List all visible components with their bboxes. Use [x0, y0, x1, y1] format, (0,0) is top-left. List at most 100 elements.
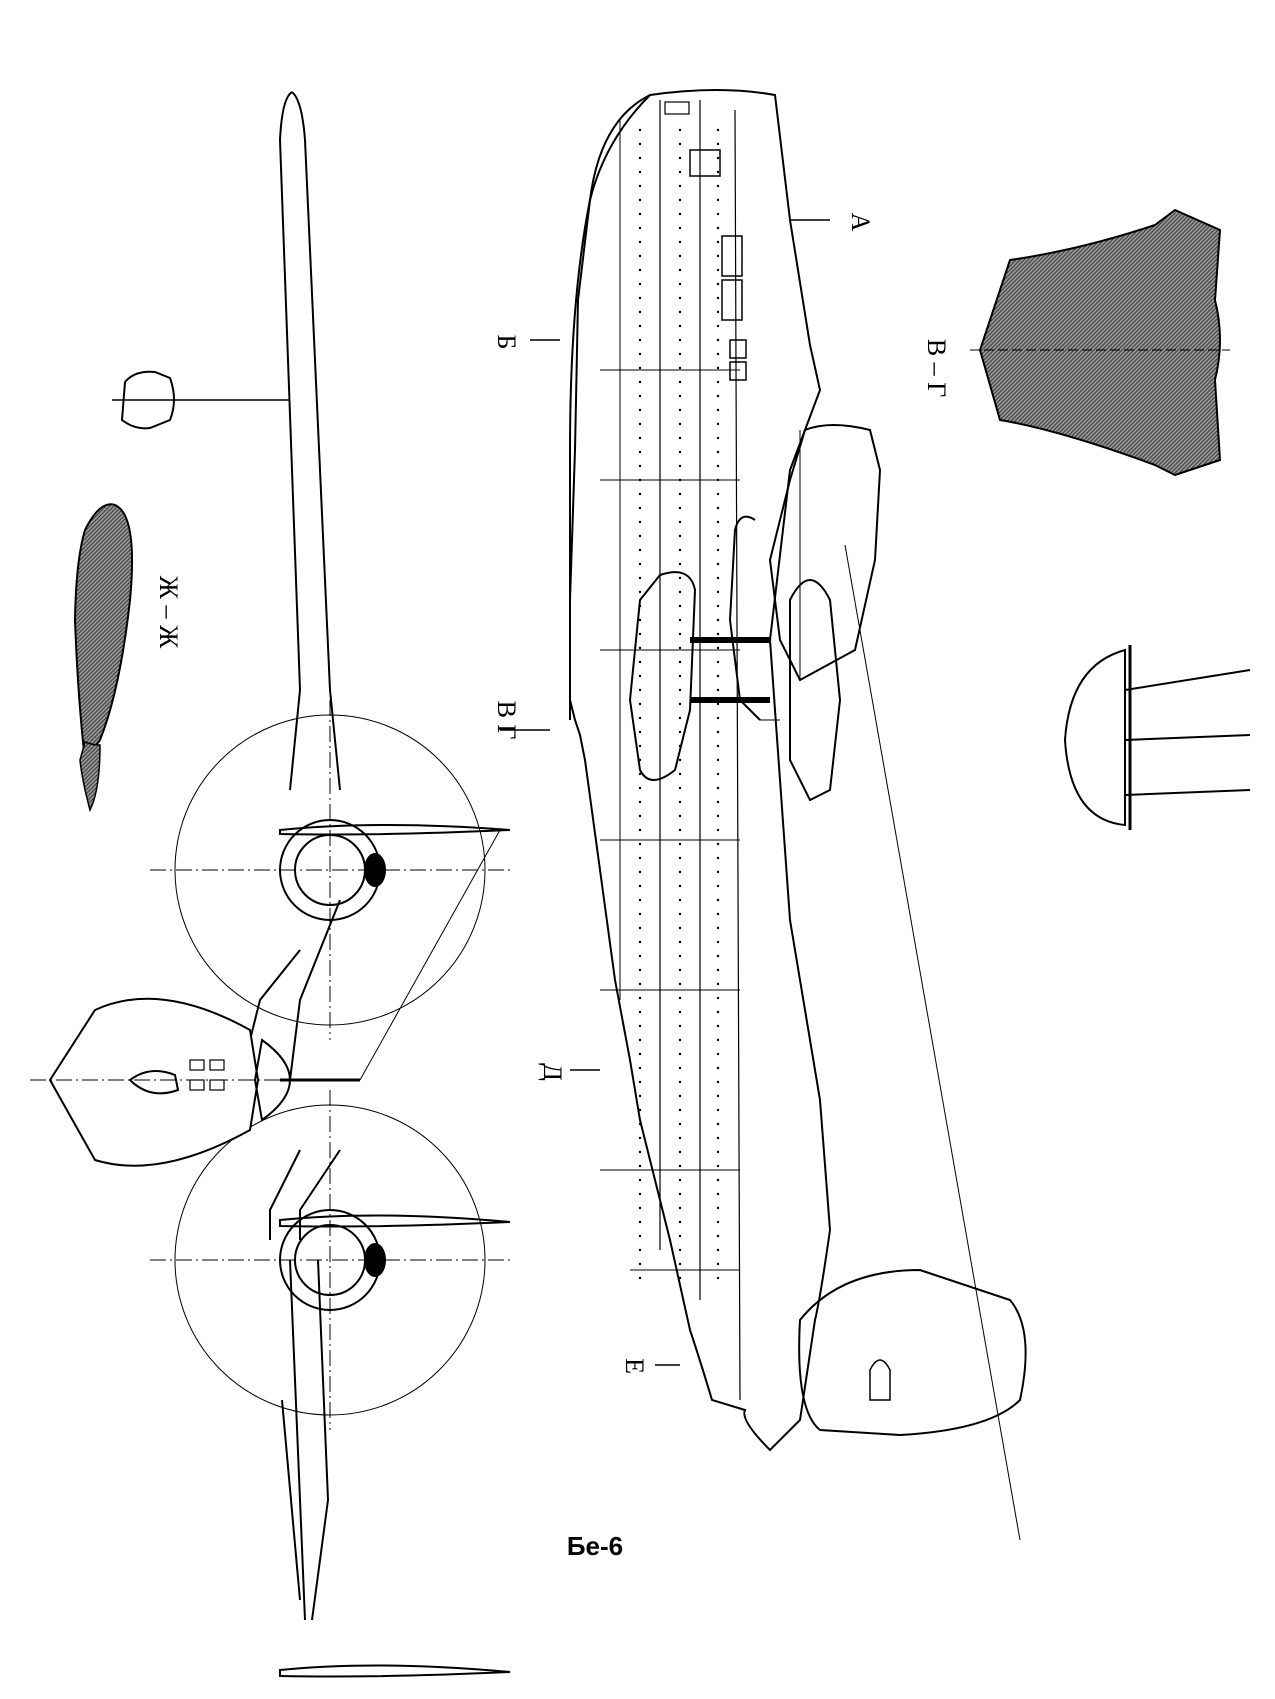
rivet-dot — [678, 1108, 682, 1112]
rivet-dot — [678, 758, 682, 762]
rivet-dot — [638, 268, 642, 272]
rivet-dot — [638, 618, 642, 622]
rivet-dot — [678, 436, 682, 440]
rivet-dot — [678, 996, 682, 1000]
rivet-dot — [638, 324, 642, 328]
rivet-dot — [716, 758, 720, 762]
rivet-dot — [638, 422, 642, 426]
rivet-dot — [716, 212, 720, 216]
rivet-dot — [716, 982, 720, 986]
hull-section-v-g — [970, 208, 1230, 477]
rivet-dot — [716, 800, 720, 804]
rivet-dot — [678, 632, 682, 636]
rivet-dot — [716, 842, 720, 846]
rivet-dot — [638, 310, 642, 314]
rivet-dot — [678, 1150, 682, 1154]
rivet-dot — [678, 744, 682, 748]
rivet-dot — [678, 352, 682, 356]
rivet-dot — [678, 142, 682, 146]
rivet-dot — [638, 828, 642, 832]
rivet-dot — [678, 1136, 682, 1140]
section-label-a: А — [846, 213, 875, 232]
rivet-dot — [638, 800, 642, 804]
rivet-dot — [638, 1164, 642, 1168]
rivet-dot — [716, 786, 720, 790]
rivet-dot — [678, 954, 682, 958]
rivet-dot — [638, 1010, 642, 1014]
rivet-dot — [678, 520, 682, 524]
rivet-dot — [678, 982, 682, 986]
rivet-dot — [638, 1192, 642, 1196]
rivet-dot — [716, 926, 720, 930]
rivet-dot — [638, 296, 642, 300]
rivet-dot — [638, 478, 642, 482]
rivet-dot — [638, 1024, 642, 1028]
rivet-dot — [716, 884, 720, 888]
rivet-dot — [638, 786, 642, 790]
rivet-dot — [716, 1234, 720, 1238]
rivet-dot — [716, 492, 720, 496]
rivet-dot — [638, 632, 642, 636]
rivet-dot — [678, 282, 682, 286]
rivet-dot — [638, 884, 642, 888]
rivet-dot — [638, 674, 642, 678]
rivet-dot — [716, 436, 720, 440]
rivet-dot — [678, 1080, 682, 1084]
rivet-dot — [716, 1108, 720, 1112]
rivet-dot — [638, 548, 642, 552]
rivet-dot — [716, 1220, 720, 1224]
hull-front-view — [48, 997, 260, 1167]
wingtip-float-side — [628, 571, 697, 781]
rivet-dot — [638, 282, 642, 286]
rivet-dot — [716, 1276, 720, 1280]
rivet-dot — [638, 394, 642, 398]
rivet-dot — [716, 730, 720, 734]
rivet-dot — [678, 492, 682, 496]
rivet-dot — [678, 576, 682, 580]
rivet-dot — [638, 450, 642, 454]
rivet-dot — [638, 240, 642, 244]
section-label-b: Б — [492, 335, 521, 350]
rivet-dot — [716, 1122, 720, 1126]
rivet-dot — [638, 646, 642, 650]
rivet-dot — [638, 142, 642, 146]
rivet-dot — [638, 772, 642, 776]
rivet-dot — [638, 954, 642, 958]
rivet-dot — [638, 758, 642, 762]
rivet-dot — [678, 940, 682, 944]
rivet-dot — [638, 730, 642, 734]
rivet-dot — [678, 296, 682, 300]
rivet-dot — [678, 534, 682, 538]
rivet-dot — [678, 800, 682, 804]
rivet-dot — [678, 856, 682, 860]
rivet-dot — [678, 366, 682, 370]
rivet-dot — [716, 1164, 720, 1168]
rivet-dot — [638, 1276, 642, 1280]
rivet-dot — [716, 1150, 720, 1154]
rivet-dot — [716, 590, 720, 594]
rivet-dot — [716, 422, 720, 426]
rivet-dot — [716, 226, 720, 230]
rivet-dot — [678, 184, 682, 188]
rivet-dot — [638, 1206, 642, 1210]
engine-nacelle-side — [768, 424, 882, 682]
rivet-dot — [638, 352, 642, 356]
rivet-dot — [678, 1052, 682, 1056]
rivet-dot — [678, 1010, 682, 1014]
rivet-dot — [716, 408, 720, 412]
rivet-dot — [678, 128, 682, 132]
rivet-dot — [678, 478, 682, 482]
rivet-dot — [678, 212, 682, 216]
rivet-dot — [638, 198, 642, 202]
rivet-dot — [716, 366, 720, 370]
rivet-dot — [678, 870, 682, 874]
rivet-dot — [678, 408, 682, 412]
rivet-dot — [716, 674, 720, 678]
rivet-dot — [716, 296, 720, 300]
rivet-dot — [678, 604, 682, 608]
rivet-dot — [716, 1206, 720, 1210]
rivet-dot — [678, 1206, 682, 1210]
rivet-dot — [678, 716, 682, 720]
rivet-dot — [716, 268, 720, 272]
